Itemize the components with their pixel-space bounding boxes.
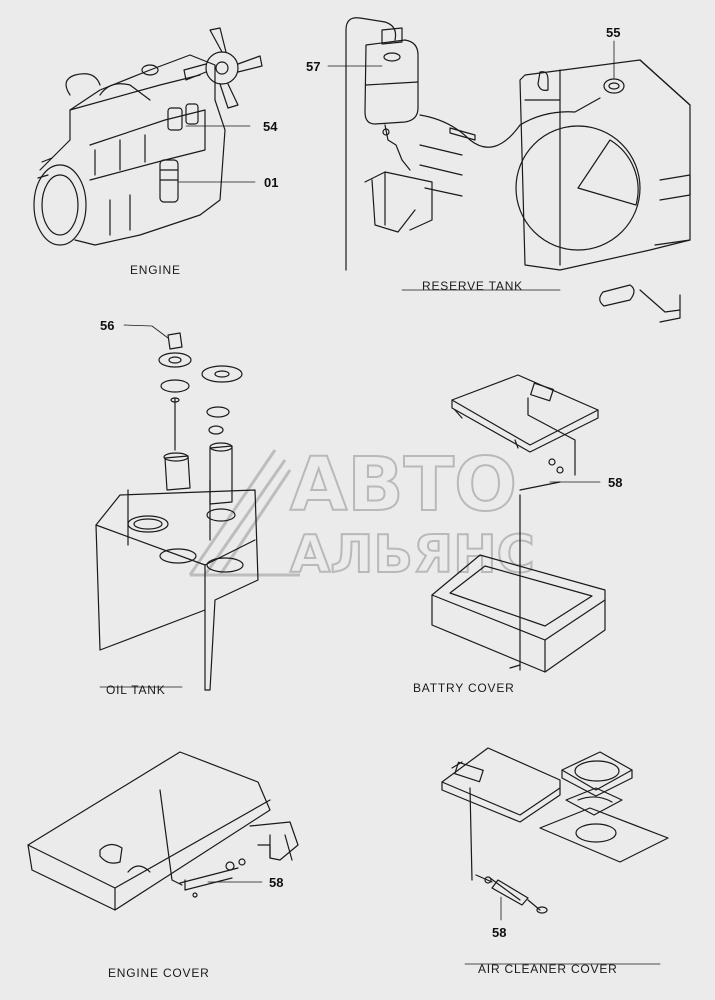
engine-cover-illustration: 58 ENGINE COVER — [27, 751, 299, 980]
watermark-line1: АВТО — [290, 442, 517, 528]
oil-tank-illustration: 56 OIL TANK — [95, 318, 259, 697]
callout-56: 56 — [100, 318, 114, 333]
label-oil-tank: OIL TANK — [106, 683, 166, 697]
callout-58-air-cleaner: 58 — [492, 925, 506, 940]
label-battery-cover: BATTRY COVER — [413, 681, 515, 695]
engine-illustration: 54 01 ENGINE — [33, 27, 278, 277]
air-cleaner-cover-illustration: 58 AIR CLEANER COVER — [441, 747, 669, 976]
callout-57: 57 — [306, 59, 320, 74]
callout-01: 01 — [264, 175, 278, 190]
callout-58-engine-cover: 58 — [269, 875, 283, 890]
watermark: АВТО АЛЬЯНС — [188, 441, 536, 586]
callout-58-battery: 58 — [608, 475, 622, 490]
callout-54: 54 — [263, 119, 278, 134]
label-engine: ENGINE — [130, 263, 181, 277]
battery-cover-illustration: 58 BATTRY COVER — [413, 374, 622, 695]
label-air-cleaner-cover: AIR CLEANER COVER — [478, 962, 618, 976]
watermark-logo-icon — [188, 449, 300, 577]
label-engine-cover: ENGINE COVER — [108, 966, 210, 980]
callout-55: 55 — [606, 25, 620, 40]
watermark-line2: АЛЬЯНС — [290, 525, 535, 585]
label-reserve-tank: RESERVE TANK — [422, 279, 523, 293]
reserve-tank-illustration: 57 55 RESERVE TANK — [306, 17, 691, 323]
